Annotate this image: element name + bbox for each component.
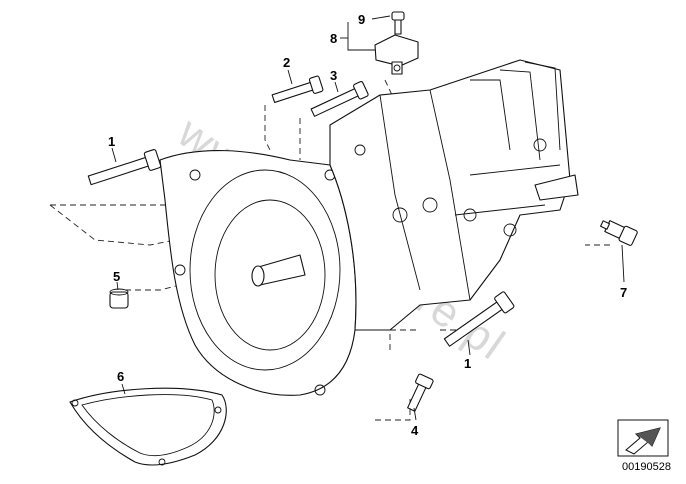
dowel-sleeve-icon: [109, 288, 129, 309]
callout-4: 4: [411, 423, 419, 438]
callout-7: 7: [620, 285, 627, 300]
bolt-icon: [310, 81, 369, 117]
bolt-icon: [407, 373, 434, 412]
document-number: 00190528: [622, 461, 671, 473]
transmission-housing-icon: [159, 59, 579, 396]
bracket-icon: [374, 34, 419, 75]
callout-1-right: 1: [464, 356, 471, 371]
bolt-icon: [391, 11, 405, 35]
callout-2: 2: [283, 55, 290, 70]
bolt-icon: [271, 75, 324, 104]
callout-1-left: 1: [108, 134, 115, 149]
callout-6: 6: [117, 369, 124, 384]
arrow-icon: [625, 427, 661, 455]
callout-5: 5: [113, 269, 120, 284]
callout-8: 8: [330, 31, 337, 46]
cover-plate-icon: [69, 387, 227, 466]
reference-badge: [617, 419, 669, 457]
callout-3: 3: [330, 68, 337, 83]
bolt-icon: [443, 291, 515, 347]
callout-9: 9: [358, 12, 365, 27]
sensor-icon: [600, 220, 638, 246]
bolt-icon: [87, 149, 162, 186]
